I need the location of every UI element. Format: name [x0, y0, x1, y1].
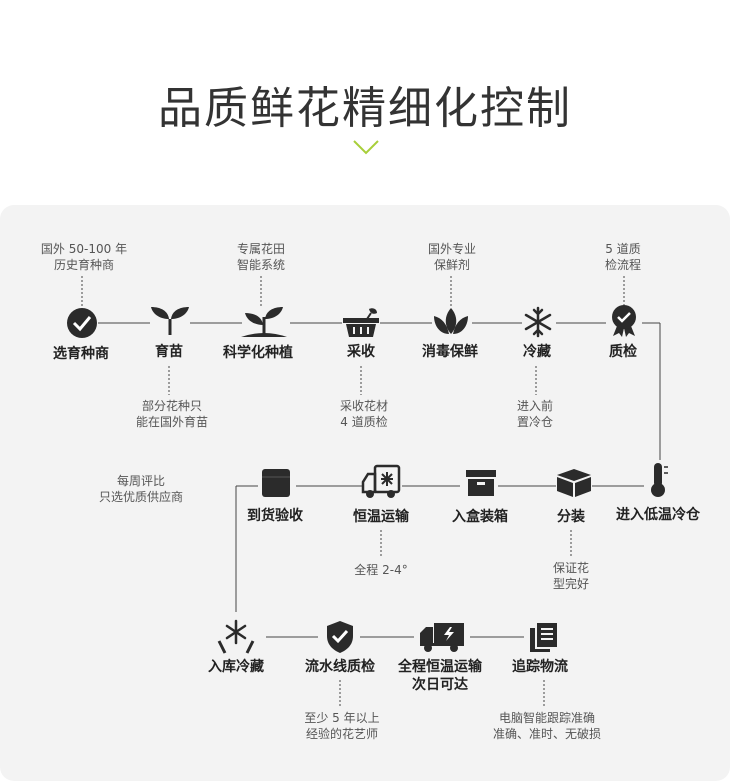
chevron-down-icon	[353, 140, 379, 155]
step-label: 入盒装箱	[452, 509, 508, 525]
step-label: 到货验收	[247, 508, 303, 524]
note: 电脑智能跟踪准确 准确、准时、无破损	[493, 710, 601, 742]
box-open-icon	[557, 469, 591, 497]
badge-check-icon	[612, 305, 636, 337]
step-label: 消毒保鲜	[422, 344, 478, 360]
note-line: 能在国外育苗	[135, 415, 209, 429]
snow-hand-icon	[217, 619, 255, 654]
step-label: 恒温运输	[353, 509, 409, 525]
step-label: 科学化种植	[223, 345, 293, 361]
step-label: 入库冷藏	[208, 659, 264, 675]
step-label: 全程恒温运输 次日可达	[398, 658, 482, 694]
note: 国外专业 保鲜剂	[428, 241, 476, 273]
note-line: 部分花种只	[141, 399, 203, 413]
page-title: 品质鲜花精细化控制	[158, 83, 572, 134]
note-line: 每周评比	[116, 474, 166, 488]
thermometer-icon	[651, 463, 668, 497]
step-label: 进入低温冷仓	[616, 507, 700, 523]
step-label: 流水线质检	[305, 659, 375, 675]
note-line: 5 道质	[605, 242, 641, 256]
step-label: 追踪物流	[512, 659, 568, 675]
sprout-icon	[151, 307, 189, 335]
step-label: 质检	[609, 344, 637, 360]
step-label-line2: 次日可达	[412, 677, 468, 693]
note: 每周评比 只选优质供应商	[99, 473, 183, 505]
note: 采收花材 4 道质检	[340, 398, 388, 430]
note-line: 检流程	[604, 258, 642, 272]
note: 部分花种只 能在国外育苗	[136, 398, 208, 430]
step-label: 采收	[347, 344, 375, 360]
note-line: 保鲜剂	[433, 258, 471, 272]
note: 保证花 型完好	[553, 560, 589, 592]
note-line: 置冷仓	[516, 415, 554, 429]
check-circle-icon	[67, 308, 97, 338]
note-line: 专属花田	[236, 242, 286, 256]
note: 专属花田 智能系统	[237, 241, 285, 273]
box-icon	[466, 470, 496, 496]
note: 5 道质 检流程	[605, 241, 641, 273]
snowflake-icon	[524, 306, 552, 338]
square-box-icon	[262, 469, 290, 497]
note-line: 只选优质供应商	[98, 490, 184, 504]
note-line: 经验的花艺师	[305, 727, 379, 741]
documents-icon	[530, 621, 559, 652]
shield-check-icon	[327, 621, 353, 653]
step-label: 冷藏	[523, 344, 551, 360]
truck-fast-icon	[420, 623, 464, 652]
note-line: 型完好	[552, 577, 590, 591]
step-label-line1: 全程恒温运输	[398, 659, 482, 675]
note-line: 国外 50-100 年	[40, 242, 128, 256]
note-line: 进入前	[516, 399, 554, 413]
step-label: 选育种商	[53, 346, 109, 362]
note: 国外 50-100 年 历史育种商	[41, 241, 127, 273]
step-label: 分装	[557, 509, 585, 525]
note-line: 保证花	[552, 561, 590, 575]
note: 进入前 置冷仓	[517, 398, 553, 430]
step-label: 育苗	[155, 344, 183, 360]
truck-snow-icon	[361, 464, 401, 498]
note-line: 历史育种商	[53, 258, 115, 272]
note-line: 4 道质检	[340, 415, 388, 429]
note-line: 采收花材	[339, 399, 389, 413]
basket-icon	[343, 308, 379, 337]
note-line: 智能系统	[236, 258, 286, 272]
note-line: 至少 5 年以上	[304, 711, 380, 725]
lotus-icon	[434, 308, 468, 334]
plant-icon	[241, 307, 287, 337]
note-line: 准确、准时、无破损	[492, 727, 602, 741]
note-line: 电脑智能跟踪准确	[498, 711, 596, 725]
note: 全程 2-4°	[354, 563, 408, 577]
note-line: 国外专业	[427, 242, 477, 256]
note: 至少 5 年以上 经验的花艺师	[304, 710, 379, 742]
